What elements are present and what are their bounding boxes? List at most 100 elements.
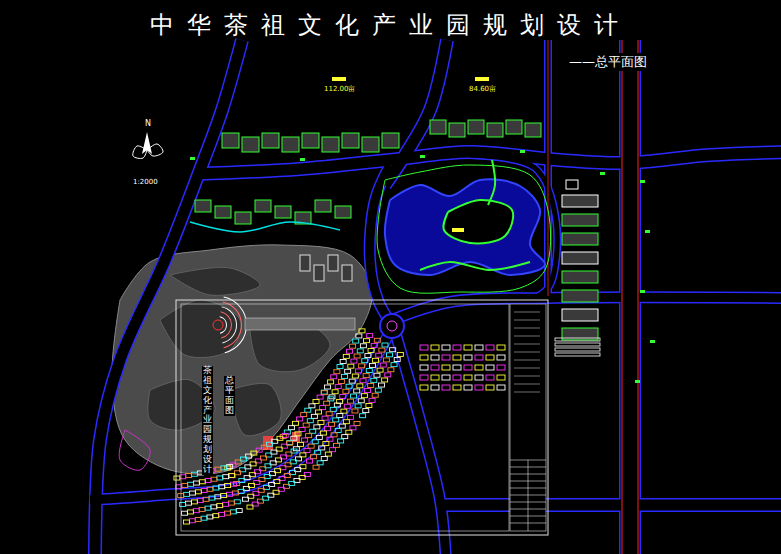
apartment [453,355,461,360]
tree-mark [600,172,605,175]
house [324,401,330,405]
building [468,120,484,134]
house [315,450,321,454]
house [313,399,319,403]
house [361,394,367,398]
house [366,369,372,373]
house [335,385,341,389]
house [322,416,328,420]
house [321,390,327,394]
house [382,343,388,347]
apartment [464,345,472,350]
house [397,352,403,356]
marker [452,228,464,232]
house [360,414,366,418]
marker [566,180,578,189]
house [345,369,351,373]
island [443,200,513,243]
house [353,339,359,343]
house [350,426,356,430]
apartment [475,365,483,370]
green-path [190,222,340,232]
tree-mark [640,180,645,183]
house [375,388,381,392]
house [304,449,310,453]
building [382,133,399,148]
house [192,472,198,476]
house [293,421,299,425]
house [324,385,330,389]
house [209,496,215,500]
building [322,137,339,152]
house [199,480,205,484]
building [562,233,598,245]
house [187,510,193,514]
house [328,397,334,401]
house [339,424,345,428]
house [188,482,194,486]
house [323,442,329,446]
apartment [431,385,439,390]
apartment [555,338,600,341]
apartment [497,365,505,370]
house [182,484,188,488]
apartment [497,375,505,380]
house [360,344,366,348]
table-row [514,344,540,345]
apartment [453,365,461,370]
tree-mark [640,290,645,293]
house [321,456,327,460]
apartment [475,385,483,390]
building [328,255,338,271]
table-row [514,360,540,361]
house [227,465,233,469]
house [390,348,396,352]
tree-mark [520,150,525,153]
house [377,368,383,372]
house [329,448,335,452]
trail [119,430,150,470]
house [303,423,309,427]
tree-mark [635,380,640,383]
house [382,378,388,382]
house [228,501,234,505]
building [487,123,503,137]
house [340,394,346,398]
house [325,427,331,431]
building [235,212,251,224]
house [342,435,348,439]
house [366,403,372,407]
red-lane-line [548,40,549,296]
apartment [442,345,450,350]
house [211,505,217,509]
plaza-arc [223,301,242,348]
house [189,491,195,495]
apartment [420,355,428,360]
house [243,497,249,501]
apartment [486,365,494,370]
apartment [420,365,428,370]
apartment [442,355,450,360]
house [297,442,303,446]
house [338,380,344,384]
table-row [514,336,540,337]
house [201,489,207,493]
house [236,509,242,513]
house [369,363,375,367]
house [351,394,357,398]
house [234,500,240,504]
subtitle: ——总平面图 [568,53,648,71]
house [203,497,209,501]
lake [385,179,545,275]
road-edge [619,40,641,554]
buildings [190,77,655,383]
building [506,120,522,134]
house [321,391,327,395]
arrow-leaf [147,144,163,156]
tree-mark [190,157,195,160]
table-row [514,320,540,321]
building [300,255,310,271]
tree-mark [645,230,650,233]
house [306,434,312,438]
